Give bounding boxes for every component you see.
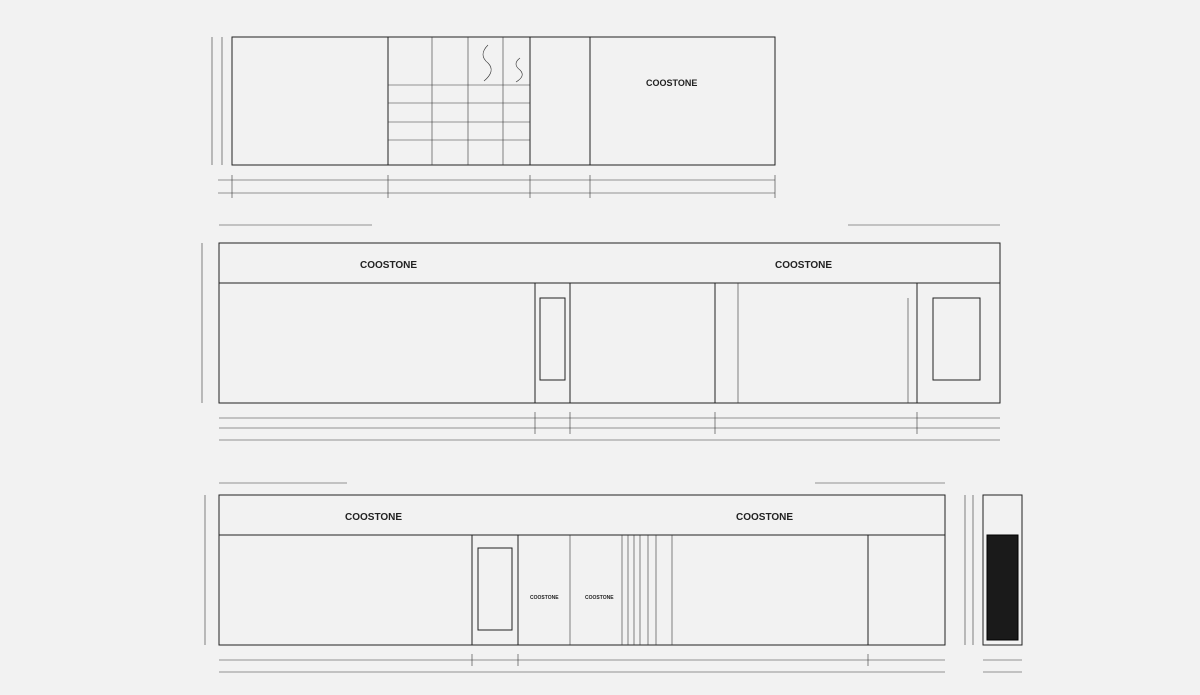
logo-backing xyxy=(732,505,822,525)
logo-text: COOSTONE xyxy=(775,260,832,271)
logo-backing xyxy=(356,253,446,273)
logo-backing xyxy=(341,505,431,525)
bottom-elevation: COOSTONE COOSTONE COOSTONE COOSTONE xyxy=(204,482,946,673)
dimension-lines xyxy=(201,224,1000,441)
fascia-band xyxy=(218,494,946,536)
logo-text: COOSTONE xyxy=(345,512,402,523)
dimension-lines xyxy=(964,495,1022,673)
window xyxy=(477,547,513,631)
striped-panel xyxy=(621,535,673,645)
side-column xyxy=(982,494,1023,646)
column xyxy=(916,282,1001,404)
shelves xyxy=(388,37,530,165)
logo-text: COOSTONE xyxy=(736,512,793,523)
fascia-band xyxy=(218,242,1001,284)
side-elevation xyxy=(964,494,1023,673)
dark-panel xyxy=(986,534,1019,641)
wall xyxy=(218,282,1001,404)
logo-backing xyxy=(771,253,861,273)
top-elevation: COOSTONE xyxy=(211,36,776,198)
diamond-tile-panel xyxy=(231,36,389,166)
wall xyxy=(218,534,946,646)
logo-backing xyxy=(642,72,704,90)
window xyxy=(932,297,981,381)
shelving-unit xyxy=(387,36,531,166)
logo-text: COOSTONE xyxy=(360,260,417,271)
door-label: COOSTONE xyxy=(530,595,559,601)
middle-elevation: COOSTONE COOSTONE xyxy=(201,224,1001,441)
dotted-wall-panel xyxy=(589,36,776,166)
window xyxy=(539,297,566,381)
door-label: COOSTONE xyxy=(585,595,614,601)
glass-storefront xyxy=(569,282,716,404)
column xyxy=(471,534,519,646)
dimension-lines xyxy=(211,37,776,198)
dimension-lines xyxy=(204,482,945,673)
column xyxy=(867,534,946,646)
logo-text: COOSTONE xyxy=(646,78,697,88)
hatched-panel xyxy=(529,36,591,166)
